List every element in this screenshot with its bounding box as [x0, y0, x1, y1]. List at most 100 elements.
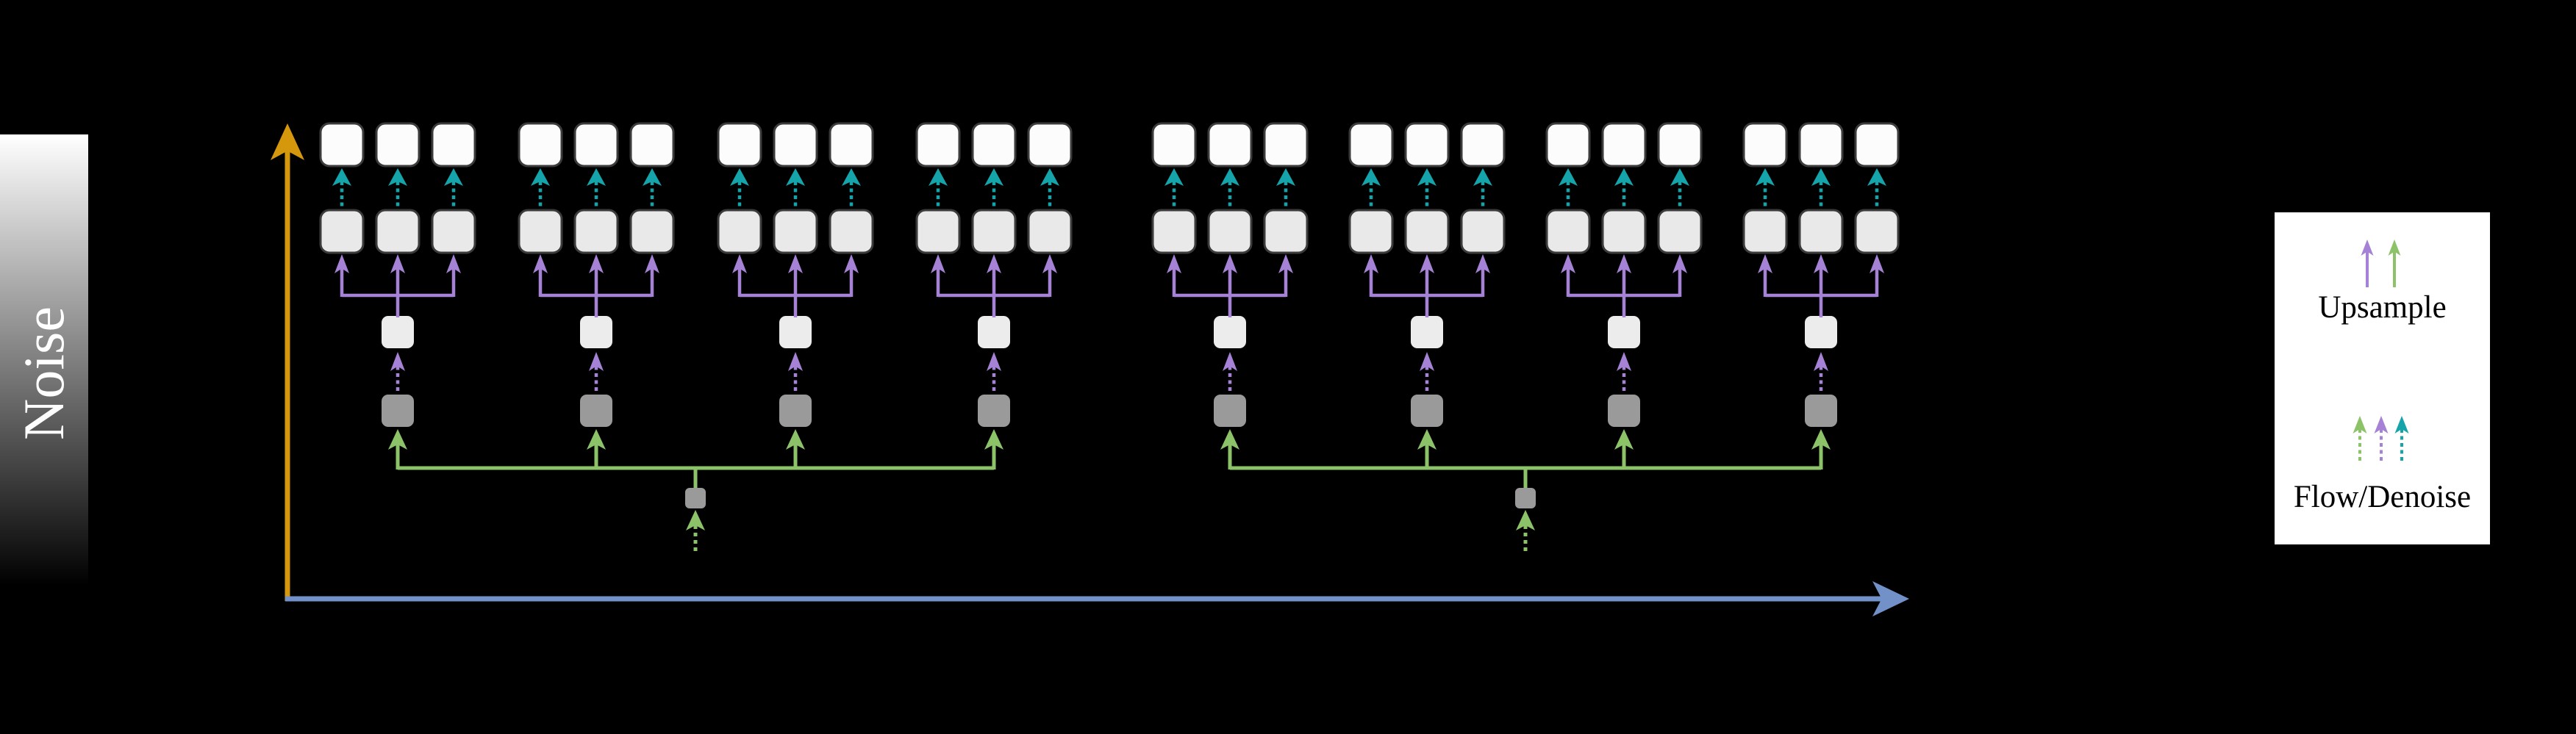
sg1-g4-u1-teal-dashed-denoise-arrow-head — [929, 168, 948, 186]
sg1-g2-u2-top-clean-box — [573, 122, 619, 168]
sg1-g3-u1-teal-dashed-denoise-arrow-head — [730, 168, 749, 186]
sg1-g4-u1-top-clean-box — [915, 122, 961, 168]
sg2-g2-green-upsample-arrow-head — [1417, 429, 1437, 450]
sg1-g1-u3-teal-dashed-denoise-arrow-head — [444, 168, 463, 186]
sg1-g2-u3-purple-upsample-arrow-head — [645, 254, 659, 273]
legend-flow-arrow-1-head — [2353, 416, 2367, 433]
sg1-g3-u1-mid-latent-box — [717, 209, 762, 254]
sg1-g3-green-upsample-arrow-head — [786, 429, 805, 450]
sg2-g3-dark-gray-box — [1608, 395, 1640, 427]
sg1-g3-u3-purple-upsample-arrow-head — [844, 254, 859, 273]
sg2-g1-purple-dashed-flow-arrow-head — [1223, 352, 1237, 371]
sg1-g1-u1-purple-upsample-arrow-head — [334, 254, 349, 273]
sg1-g2-u2-purple-upsample-arrow-head — [589, 254, 604, 273]
sg2-g4-small-light-box — [1805, 316, 1837, 348]
sg1-g3-u2-mid-latent-box — [773, 209, 818, 254]
sg2-g3-u1-teal-dashed-denoise-arrow-head — [1559, 168, 1578, 186]
sg1-green-dashed-flow-arrow-head — [686, 510, 705, 530]
sg2-g1-green-upsample-arrow-head — [1220, 429, 1239, 450]
sg2-g3-purple-dashed-flow-arrow-head — [1617, 352, 1631, 371]
legend-flow-arrow-2-head — [2374, 416, 2389, 433]
sg1-g2-u1-top-clean-box — [518, 122, 563, 168]
sg2-g1-u1-mid-latent-box — [1151, 209, 1197, 254]
sg2-g4-purple-dashed-flow-arrow-head — [1814, 352, 1828, 371]
sg1-g3-small-light-box — [779, 316, 812, 348]
sg2-g2-u3-purple-upsample-arrow-head — [1475, 254, 1490, 273]
sg2-g4-u2-mid-latent-box — [1798, 209, 1844, 254]
sg2-g4-u3-purple-upsample-arrow-head — [1870, 254, 1884, 273]
sg1-g3-u2-teal-dashed-denoise-arrow-head — [786, 168, 805, 186]
noise-gradient-bar: Noise — [0, 134, 88, 586]
sg2-g2-u1-top-clean-box — [1348, 122, 1394, 168]
sg2-g3-u3-top-clean-box — [1657, 122, 1703, 168]
sg2-g1-u3-teal-dashed-denoise-arrow-head — [1276, 168, 1295, 186]
sg2-g2-u3-mid-latent-box — [1460, 209, 1506, 254]
sg2-g1-u2-mid-latent-box — [1207, 209, 1253, 254]
sg2-g2-u3-top-clean-box — [1460, 122, 1506, 168]
sg2-g2-u2-teal-dashed-denoise-arrow-head — [1417, 168, 1437, 186]
sg1-g3-u1-top-clean-box — [717, 122, 762, 168]
sg2-g4-u2-top-clean-box — [1798, 122, 1844, 168]
sg1-g2-u3-mid-latent-box — [629, 209, 675, 254]
noise-axis-label: Noise — [12, 306, 76, 440]
sg2-g1-u1-teal-dashed-denoise-arrow-head — [1164, 168, 1184, 186]
sg2-g3-u1-purple-upsample-arrow-head — [1561, 254, 1575, 273]
sg1-g3-dark-gray-box — [779, 395, 812, 427]
sg1-g4-u3-purple-upsample-arrow-head — [1042, 254, 1057, 273]
sg2-g4-u3-teal-dashed-denoise-arrow-head — [1867, 168, 1886, 186]
sg1-g4-green-upsample-arrow-head — [984, 429, 1003, 450]
sg2-g4-u1-top-clean-box — [1742, 122, 1788, 168]
sg1-g1-purple-dashed-flow-arrow-head — [390, 352, 405, 371]
sg2-g3-u3-teal-dashed-denoise-arrow-head — [1670, 168, 1689, 186]
sg2-green-dashed-flow-arrow-head — [1516, 510, 1535, 530]
sg1-g1-u3-top-clean-box — [431, 122, 476, 168]
sg2-g2-u2-top-clean-box — [1404, 122, 1450, 168]
sg2-g1-dark-gray-box — [1214, 395, 1246, 427]
sg1-g4-u3-mid-latent-box — [1027, 209, 1073, 254]
sg1-g1-u1-teal-dashed-denoise-arrow-head — [332, 168, 351, 186]
sg2-g4-dark-gray-box — [1805, 395, 1837, 427]
sg2-central-coarse-box — [1515, 488, 1536, 508]
sg1-g2-purple-dashed-flow-arrow-head — [589, 352, 604, 371]
sg1-g1-green-upsample-arrow-head — [388, 429, 407, 450]
sg2-g4-u3-mid-latent-box — [1854, 209, 1900, 254]
sg1-g2-small-light-box — [580, 316, 612, 348]
sg1-g4-u2-mid-latent-box — [971, 209, 1017, 254]
sg2-g1-small-light-box — [1214, 316, 1246, 348]
sg1-g4-small-light-box — [978, 316, 1010, 348]
sg1-g4-u3-teal-dashed-denoise-arrow-head — [1040, 168, 1059, 186]
legend-upsample-arrow-1-head — [2361, 240, 2374, 256]
sg2-g3-u1-mid-latent-box — [1545, 209, 1591, 254]
sg1-g3-u1-purple-upsample-arrow-head — [732, 254, 747, 273]
sg2-g1-u3-purple-upsample-arrow-head — [1278, 254, 1293, 273]
legend-upsample-label: Upsample — [2318, 290, 2447, 325]
sg1-g4-purple-dashed-flow-arrow-head — [987, 352, 1001, 371]
sg2-g4-u1-teal-dashed-denoise-arrow-head — [1756, 168, 1775, 186]
sg2-g4-u1-mid-latent-box — [1742, 209, 1788, 254]
sg2-g2-u3-teal-dashed-denoise-arrow-head — [1473, 168, 1492, 186]
sg1-g1-u3-purple-upsample-arrow-head — [446, 254, 461, 273]
sg2-g2-small-light-box — [1411, 316, 1443, 348]
sg1-g1-dark-gray-box — [382, 395, 414, 427]
sg1-g1-u2-teal-dashed-denoise-arrow-head — [388, 168, 407, 186]
sg2-g2-u1-mid-latent-box — [1348, 209, 1394, 254]
sg1-g1-small-light-box — [382, 316, 414, 348]
legend-flow-arrow-3-head — [2394, 416, 2409, 433]
sg2-g3-u3-purple-upsample-arrow-head — [1672, 254, 1687, 273]
sg2-g2-purple-dashed-flow-arrow-head — [1420, 352, 1434, 371]
sg2-g1-u2-purple-upsample-arrow-head — [1223, 254, 1237, 273]
sg2-g3-u2-teal-dashed-denoise-arrow-head — [1614, 168, 1634, 186]
sg1-g1-u2-purple-upsample-arrow-head — [390, 254, 405, 273]
sg2-g3-small-light-box — [1608, 316, 1640, 348]
sg1-g3-u3-mid-latent-box — [829, 209, 874, 254]
sg1-g3-u3-teal-dashed-denoise-arrow-head — [842, 168, 861, 186]
legend-flow-denoise-label: Flow/Denoise — [2293, 480, 2472, 514]
sg2-g4-u2-purple-upsample-arrow-head — [1814, 254, 1828, 273]
sg1-g4-u1-purple-upsample-arrow-head — [931, 254, 945, 273]
sg2-g4-green-upsample-arrow-head — [1811, 429, 1831, 450]
legend-upsample-arrow-2-head — [2388, 240, 2401, 256]
sg1-g2-u3-top-clean-box — [629, 122, 675, 168]
sg2-g4-u3-top-clean-box — [1854, 122, 1900, 168]
